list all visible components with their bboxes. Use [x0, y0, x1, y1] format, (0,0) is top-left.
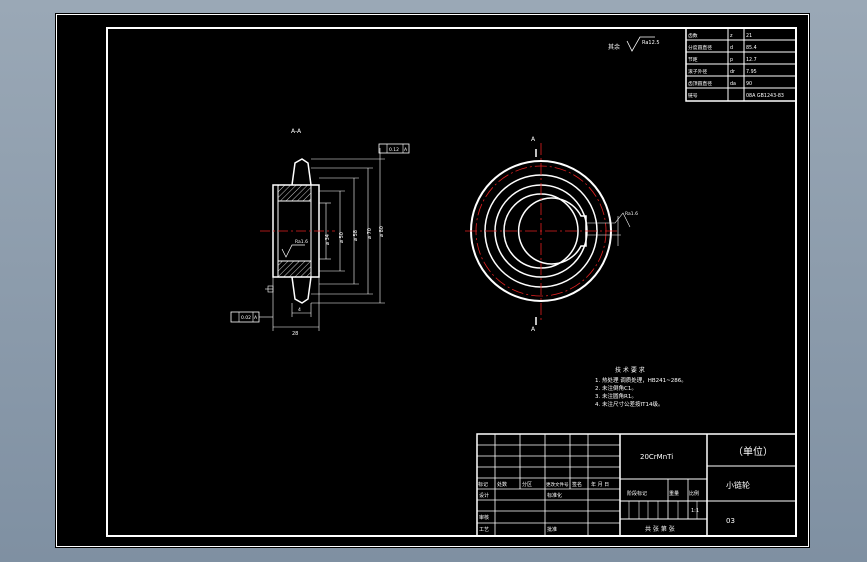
param-cell: dr: [730, 69, 735, 75]
param-cell: d: [730, 45, 733, 51]
svg-text:共 张 第 张: 共 张 第 张: [645, 525, 675, 533]
inner-frame: [106, 27, 797, 537]
section-mark-top: A: [531, 136, 536, 143]
param-cell: 21: [746, 33, 752, 39]
svg-text:标准化: 标准化: [547, 492, 562, 499]
svg-text:4. 未注尺寸公差按IT14级。: 4. 未注尺寸公差按IT14级。: [595, 400, 663, 408]
param-cell: 90: [746, 81, 752, 87]
svg-text:标记: 标记: [478, 481, 488, 488]
diameter-label: ⌀ 50: [339, 232, 345, 243]
roughness-hub: Ra1.6: [295, 239, 308, 245]
svg-text:3. 未注圆角R1。: 3. 未注圆角R1。: [595, 392, 637, 400]
runout-frame: 0.12 A: [378, 143, 410, 154]
sprocket-front-view: [465, 143, 631, 325]
param-cell: 齿数: [688, 32, 698, 39]
svg-text:设计: 设计: [479, 492, 489, 499]
svg-text:比例: 比例: [689, 490, 699, 497]
roughness-note-top: 其余 Ra12.5: [608, 36, 660, 52]
param-cell: 滚子外径: [688, 68, 707, 75]
svg-text:工艺: 工艺: [479, 527, 489, 533]
face-width-dim: 28: [292, 331, 298, 337]
sprocket-section-view: [259, 148, 385, 331]
material: 20CrMnTi: [640, 453, 673, 461]
svg-text:阶段标记: 阶段标记: [627, 490, 647, 497]
param-cell: 85.4: [746, 45, 757, 51]
svg-text:处数: 处数: [497, 481, 507, 488]
svg-text:批准: 批准: [547, 526, 557, 533]
outer-frame: [56, 14, 809, 547]
section-label: A-A: [291, 128, 302, 135]
svg-text:0.12: 0.12: [389, 147, 399, 153]
diameter-label: ⌀ 58: [353, 230, 359, 241]
drawing-canvas: 其余 Ra12.5 齿数 z 21 分度圆直径 d 85.4 节距 p 12.7 滚子外径 dr 7.…: [56, 14, 809, 547]
unit-name: （单位）: [733, 445, 773, 458]
svg-text:1. 热处理 调质处理，HB241~286。: 1. 热处理 调质处理，HB241~286。: [595, 376, 687, 384]
svg-text:签名: 签名: [572, 481, 582, 488]
svg-text:2. 未注倒角C1。: 2. 未注倒角C1。: [595, 384, 637, 392]
param-cell: 7.95: [746, 69, 757, 75]
param-cell: 12.7: [746, 57, 757, 63]
param-cell: z: [730, 34, 733, 39]
param-cell: 08A GB1243-83: [746, 93, 784, 99]
svg-text:1:1: 1:1: [691, 508, 699, 514]
svg-text:更改文件号: 更改文件号: [546, 481, 569, 488]
drawing-sheet[interactable]: 其余 Ra12.5 齿数 z 21 分度圆直径 d 85.4 节距 p 12.7 滚子外径 dr 7.…: [55, 13, 810, 548]
svg-text:0.02: 0.02: [241, 315, 251, 321]
title-block: [476, 433, 797, 537]
svg-text:技 术 要 求: 技 术 要 求: [615, 366, 645, 374]
part-name: 小链轮: [726, 480, 750, 490]
svg-text:Ra12.5: Ra12.5: [642, 40, 660, 46]
diameter-label: ⌀ 34: [325, 234, 331, 245]
svg-text:A: A: [404, 147, 408, 153]
param-cell: 链号: [688, 92, 698, 99]
diameter-label: ⌀ 80: [379, 226, 385, 237]
svg-text:其余: 其余: [608, 43, 620, 51]
diameter-label: ⌀ 70: [367, 228, 373, 239]
drawing-number: 03: [726, 517, 735, 525]
section-mark-bottom: A: [531, 326, 536, 333]
parameter-table: 齿数 z 21 分度圆直径 d 85.4 节距 p 12.7 滚子外径 dr 7.95 齿顶圆直径 da 9…: [685, 27, 797, 102]
hub-width-dim: 4: [298, 307, 301, 313]
svg-text:分区: 分区: [522, 481, 532, 488]
svg-text:审核: 审核: [479, 514, 489, 521]
title-block-text: 20CrMnTi （单位） 小链轮 03 标记 处数 分区 更改文件号 签名 年…: [478, 445, 773, 533]
technical-requirements: 技 术 要 求 1. 热处理 调质处理，HB241~286。 2. 未注倒角C1…: [595, 366, 687, 408]
diameter-labels: ⌀ 34 ⌀ 50 ⌀ 58 ⌀ 70 ⌀ 80: [325, 226, 385, 245]
svg-text:年 月 日: 年 月 日: [591, 481, 609, 488]
param-cell: 节距: [688, 57, 698, 63]
roughness-keyway: Ra1.6: [625, 211, 638, 217]
param-cell: p: [730, 58, 733, 63]
datum-frame: 0.02 A: [230, 311, 260, 323]
param-cell: 齿顶圆直径: [688, 80, 712, 87]
svg-text:A: A: [254, 315, 258, 321]
param-cell: 分度圆直径: [688, 44, 712, 51]
param-cell: da: [730, 81, 736, 87]
svg-text:重量: 重量: [669, 490, 679, 497]
